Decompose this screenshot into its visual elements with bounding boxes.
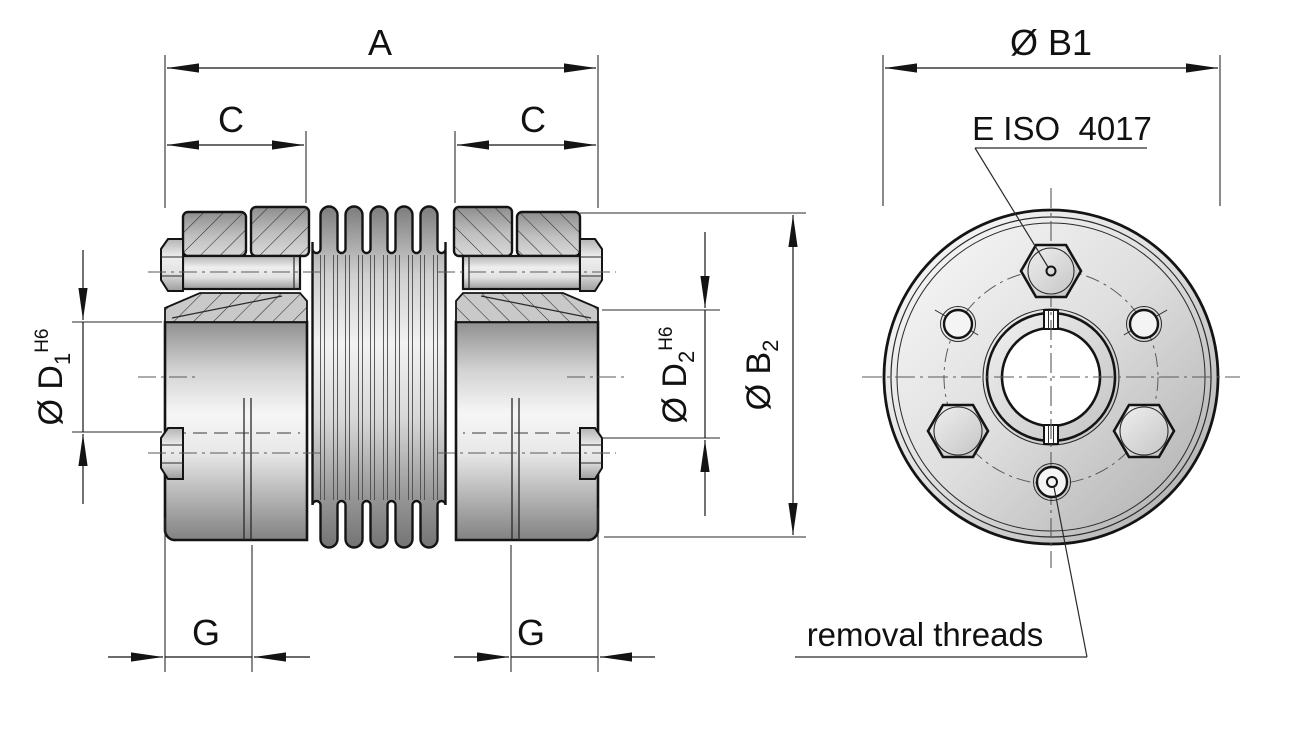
- bellows-wall-lines: [320, 255, 438, 500]
- side-view: A C C G G Ø D1H6 Ø D2H6 Ø B2: [32, 22, 806, 672]
- dim-label-G-right: G: [517, 612, 545, 653]
- bellows-silhouette: [311, 205, 447, 549]
- screw-standard-label: E ISO 4017: [972, 110, 1152, 147]
- front-view: Ø B1 E ISO 4017 removal threads: [795, 22, 1240, 658]
- keyway-top: [1043, 309, 1059, 330]
- front-view-dimension: [882, 55, 1221, 206]
- clamp-ring-section: [181, 205, 311, 258]
- front-view-centerlines: [862, 188, 1240, 568]
- removal-threads-callout: removal threads: [795, 486, 1088, 658]
- dim-label-D2: Ø D2H6: [656, 327, 699, 424]
- dim-label-B1: Ø B1: [1010, 22, 1092, 63]
- hub-right: [452, 205, 604, 542]
- removal-thread-hole: [1033, 463, 1071, 501]
- dim-label-B2: Ø B2: [740, 340, 783, 411]
- dim-label-D1: Ø D1H6: [32, 329, 75, 426]
- hub-cylinder: [163, 320, 309, 542]
- dim-label-A: A: [368, 22, 392, 63]
- hex-screw-lower-left: [926, 403, 990, 459]
- side-view-dimension-lines: [78, 63, 798, 662]
- hole-upper-right: [1126, 306, 1162, 342]
- dim-label-C-right: C: [520, 99, 546, 140]
- screw-center-point: [1045, 265, 1057, 277]
- hub-left: [160, 205, 311, 542]
- dim-label-G-left: G: [192, 612, 220, 653]
- side-view-extension-lines: [72, 55, 806, 672]
- removal-threads-label: removal threads: [807, 616, 1044, 653]
- screw-standard-callout: E ISO 4017: [972, 110, 1152, 268]
- screw-hex-head: [160, 238, 184, 292]
- bellows: [311, 205, 447, 549]
- hole-upper-left: [940, 306, 976, 342]
- side-view-centerlines: [138, 271, 628, 454]
- hex-screw-lower-right: [1112, 403, 1176, 459]
- hex-screw-top: [1019, 243, 1083, 299]
- clamp-cone-section: [164, 292, 308, 323]
- dim-label-C-left: C: [218, 99, 244, 140]
